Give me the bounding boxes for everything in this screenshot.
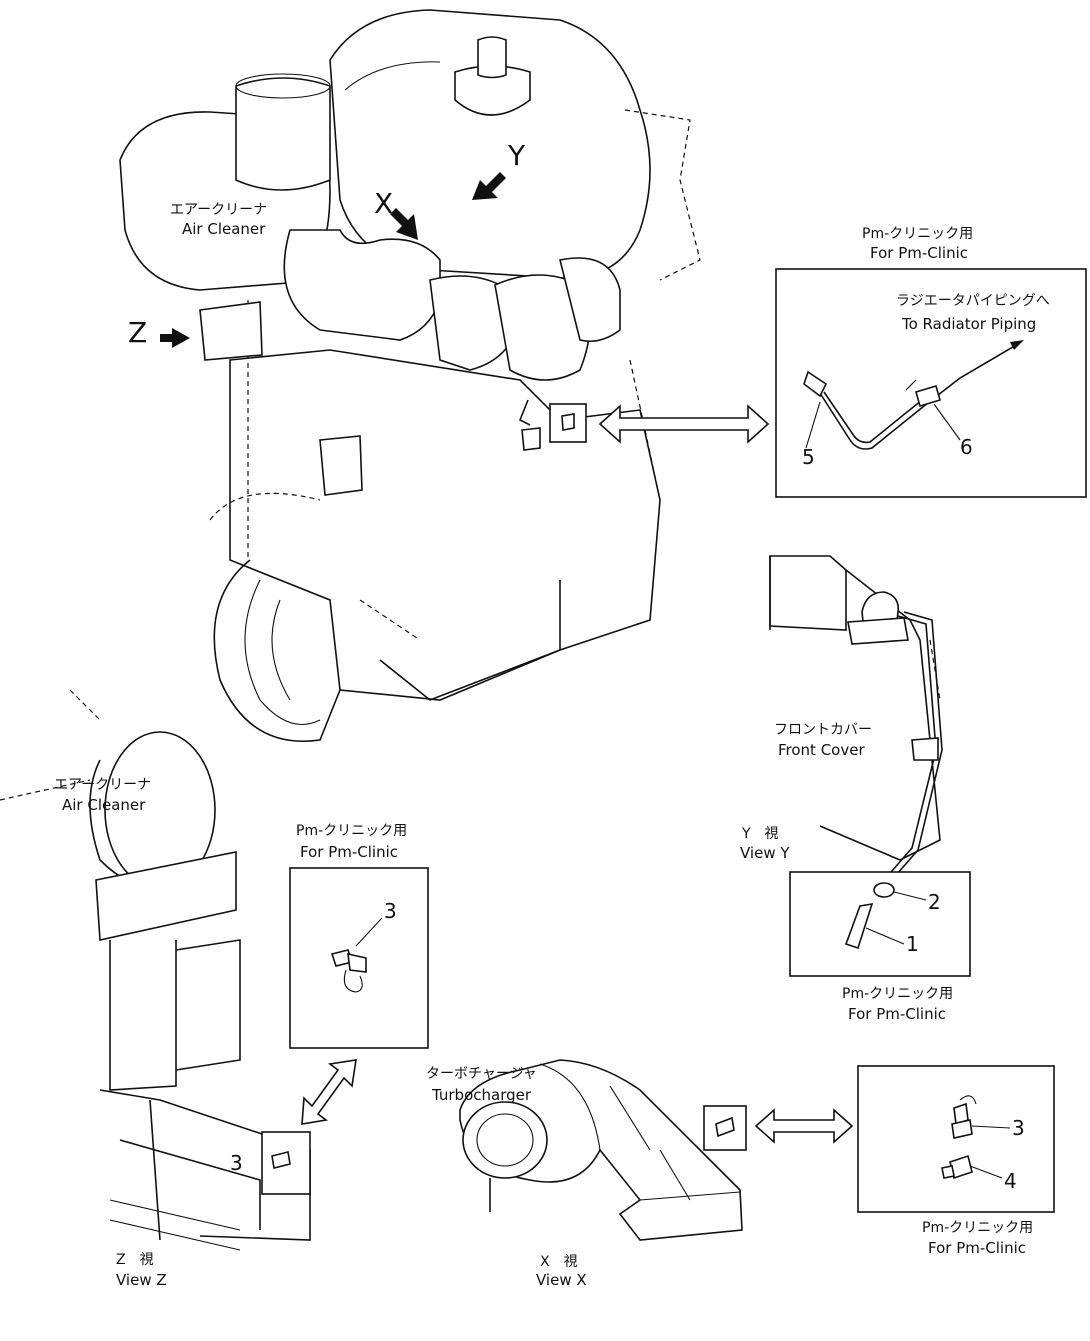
air-cleaner-top-label-jp: エアークリーナ: [170, 202, 267, 218]
view-arrow-y: [472, 172, 506, 200]
engine-illustration: [119, 9, 701, 742]
view-letter-x: X: [374, 187, 393, 220]
pm-clinic-jp-view-x: Pm-クリニック用: [922, 1220, 1033, 1236]
part-number-5: 5: [802, 445, 815, 469]
turbocharger-label-en: Turbocharger: [431, 1086, 532, 1104]
front-cover-illustration: [769, 555, 943, 883]
part-number-3-view-z: 3: [230, 1151, 243, 1175]
pm-clinic-en-view-x: For Pm-Clinic: [928, 1239, 1026, 1257]
detail-box-view-x: [857, 1065, 1055, 1213]
view-letter-y: Y: [507, 139, 526, 172]
view-y-label-jp: Y 視: [741, 826, 779, 842]
double-arrow-main: [598, 404, 770, 444]
front-cover-label-en: Front Cover: [778, 741, 865, 759]
detail-box-radiator: [775, 268, 1087, 498]
part-number-3-detail-x: 3: [1012, 1116, 1025, 1140]
sensor-location-box-main: [549, 403, 587, 443]
view-arrow-z: [160, 328, 190, 348]
pm-clinic-jp-view-z: Pm-クリニック用: [296, 823, 407, 839]
view-z-label-en: View Z: [116, 1271, 167, 1289]
pm-clinic-jp-view-y: Pm-クリニック用: [842, 986, 953, 1002]
radiator-label-en: To Radiator Piping: [901, 315, 1036, 333]
air-cleaner-top-label-en: Air Cleaner: [182, 220, 266, 238]
view-arrow-x: [390, 208, 418, 240]
radiator-pipe: [803, 340, 1024, 450]
radiator-label-jp: ラジエータパイピングへ: [896, 293, 1050, 309]
pm-clinic-jp-top: Pm-クリニック用: [862, 226, 973, 242]
turbocharger-illustration: [459, 1059, 743, 1241]
view-z-illustration: [0, 689, 311, 1251]
part-number-1: 1: [906, 932, 919, 956]
part-number-6: 6: [960, 435, 973, 459]
double-arrow-x: [754, 1108, 854, 1144]
pm-clinic-en-view-y: For Pm-Clinic: [848, 1005, 946, 1023]
front-cover-label-jp: フロントカバー: [774, 722, 872, 738]
air-cleaner-left-label-en: Air Cleaner: [62, 796, 146, 814]
view-x-label-jp: X 視: [540, 1254, 578, 1270]
view-z-label-jp: Z 視: [116, 1252, 154, 1268]
part-number-3-detail-z: 3: [384, 899, 397, 923]
air-cleaner-left-label-jp: エアークリーナ: [54, 777, 151, 793]
double-arrow-z: [301, 1059, 357, 1125]
turbocharger-label-jp: ターボチャージャ: [426, 1066, 537, 1082]
view-letter-z: Z: [128, 316, 147, 349]
parts-3-4-sensors-x: [941, 1095, 1011, 1180]
part-number-2: 2: [928, 890, 941, 914]
view-y-label-en: View Y: [740, 844, 790, 862]
sensor-location-box-x: [703, 1105, 747, 1151]
pm-clinic-en-view-z: For Pm-Clinic: [300, 843, 398, 861]
pm-clinic-en-top: For Pm-Clinic: [870, 244, 968, 262]
parts-1-2: [844, 882, 927, 950]
view-x-label-en: View X: [536, 1271, 587, 1289]
part-number-4: 4: [1004, 1169, 1017, 1193]
part-3-sensor-z: [330, 917, 383, 993]
